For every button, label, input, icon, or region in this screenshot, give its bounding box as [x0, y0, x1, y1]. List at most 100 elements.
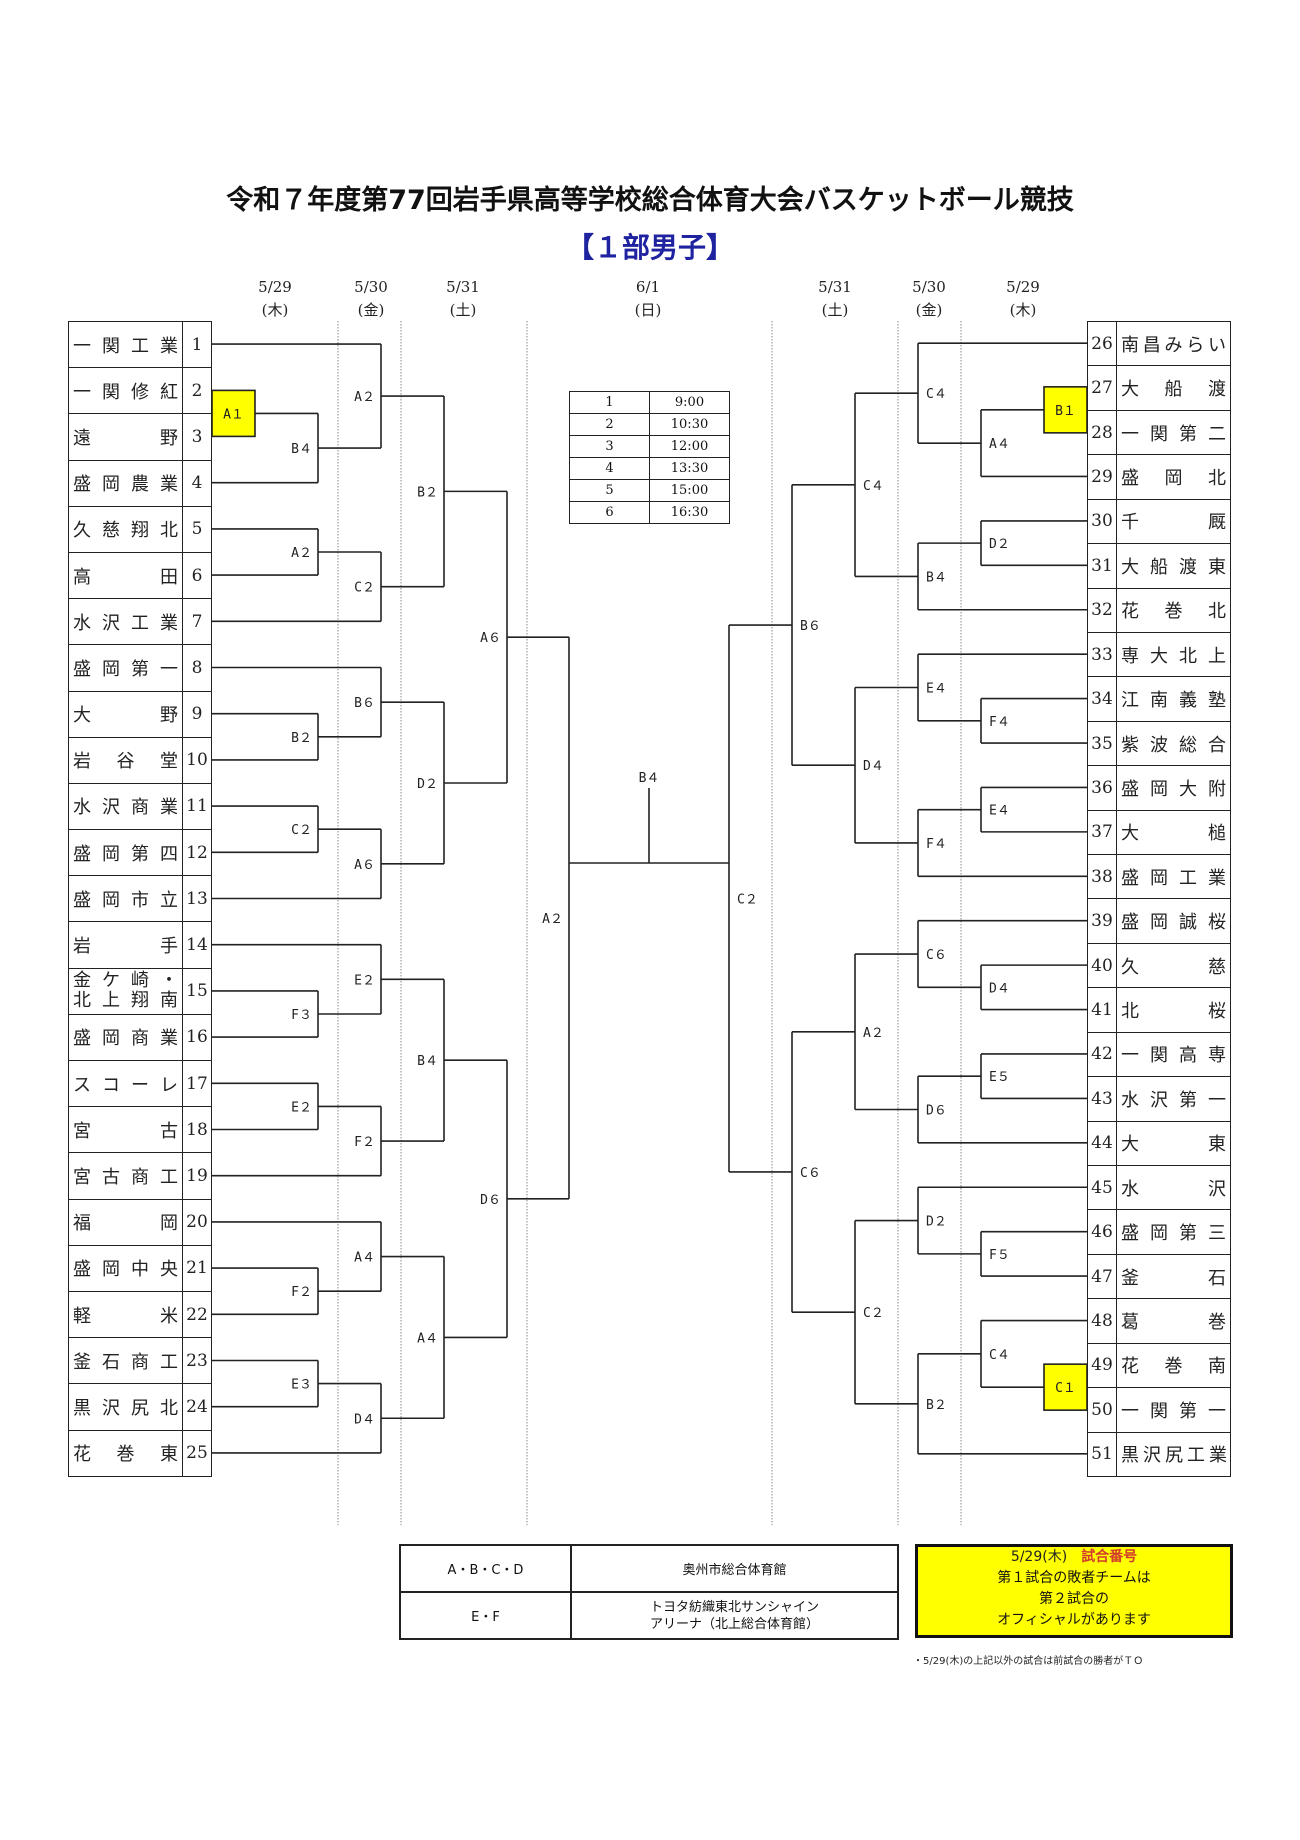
team-name: 花巻南	[1116, 1342, 1231, 1389]
team-name: 盛岡大附	[1116, 765, 1231, 811]
team-name: 釜石	[1116, 1253, 1231, 1300]
team-name-char: 第	[1179, 1223, 1197, 1245]
game-label: B６	[800, 619, 821, 634]
team-name-char: 総	[1179, 734, 1197, 756]
date-header-left-r2: 5/30 (金)	[336, 276, 406, 322]
seed-number: 6	[182, 551, 212, 600]
team-name-char: 盛	[73, 889, 91, 911]
day-text: (木)	[261, 301, 289, 319]
team-name: 久慈翔北	[68, 505, 183, 553]
game-label: C６	[926, 948, 947, 963]
seed-number: 7	[182, 598, 212, 646]
game-label: C４	[989, 1348, 1010, 1363]
team-name-char: 義	[1179, 690, 1197, 712]
team-name-char: 紫	[1121, 734, 1139, 756]
team-name-chars: 岩谷堂	[73, 747, 178, 773]
team-name-char: 立	[160, 889, 178, 911]
day-text: (木)	[1009, 301, 1037, 319]
team-name-char: 金	[73, 970, 91, 992]
venue-name: 奥州市総合体育館	[570, 1544, 899, 1593]
team-name-char: 盛	[1121, 1223, 1139, 1245]
team-name-chars: 大船渡東	[1121, 553, 1226, 579]
team-name-char: 野	[160, 705, 178, 727]
team-name-chars: 盛岡誠桜	[1121, 908, 1226, 934]
team-name: 千厩	[1116, 498, 1231, 545]
team-name-chars: 金ケ崎・北上翔南	[73, 971, 178, 1011]
note-date: 5/29(木)	[1010, 1549, 1068, 1565]
team-name-char: 沢	[1150, 1089, 1168, 1111]
team-name-chars: 一関工業	[73, 332, 178, 358]
team-name-char: 岩	[73, 936, 91, 958]
team-name-char: 一	[1121, 1045, 1139, 1067]
team-name-char: 業	[160, 797, 178, 819]
team-name-char: 高	[1179, 1045, 1197, 1067]
team-name-char: 堂	[160, 751, 178, 773]
team-name-char: 沢	[1208, 1178, 1226, 1200]
team-name-char: 北	[160, 1397, 178, 1419]
game-label: A２	[542, 912, 563, 927]
game-label: F４	[989, 715, 1010, 730]
team-name-char: 米	[160, 1305, 178, 1327]
game-label: E４	[926, 681, 947, 696]
game-label: C４	[926, 387, 947, 402]
team-name: 水沢商業	[68, 782, 183, 831]
team-name-char: 渡	[1208, 379, 1226, 401]
date-header-right-r3: 5/31 (土)	[800, 276, 870, 322]
team-name: 黒沢尻北	[68, 1383, 183, 1431]
game-label: E２	[291, 1100, 312, 1115]
team-name-char: 千	[1121, 512, 1139, 534]
game-label: D２	[989, 537, 1010, 552]
team-name-char: 業	[1208, 867, 1226, 889]
team-name-char: 宮	[73, 1166, 91, 1188]
seed-number: 18	[182, 1106, 212, 1154]
team-name-char: 古	[102, 1166, 120, 1188]
game-time: 15:00	[649, 479, 730, 502]
team-name-char: 商	[131, 1351, 149, 1373]
team-name-char: 花	[1121, 601, 1139, 623]
game-number: 5	[569, 479, 650, 502]
team-name: 葛巻	[1116, 1298, 1231, 1344]
game-label: B４	[291, 442, 312, 457]
game-number: 1	[569, 391, 650, 414]
team-name-chars: 盛岡第三	[1121, 1219, 1226, 1245]
team-name-char: 翔	[131, 990, 149, 1012]
team-name: 一関工業	[68, 320, 183, 369]
team-name-chars: 黒沢尻工業	[1121, 1441, 1227, 1467]
game-label: A４	[354, 1251, 375, 1266]
team-name: 金ケ崎・北上翔南	[68, 967, 183, 1015]
team-name-char: 関	[1150, 423, 1168, 445]
team-name-char: 波	[1150, 734, 1168, 756]
team-name-char: 北	[1208, 601, 1226, 623]
game-label: C６	[800, 1166, 821, 1181]
team-name-char: 南	[1208, 1356, 1226, 1378]
team-name: 花巻東	[68, 1429, 183, 1477]
team-name-char: 関	[1150, 1045, 1168, 1067]
team-name: 盛岡工業	[1116, 854, 1231, 900]
team-name-chars: 盛岡市立	[73, 886, 178, 912]
team-name-chars: 水沢工業	[73, 609, 178, 635]
team-name-char: 四	[160, 843, 178, 865]
date-text: 5/30	[912, 278, 946, 296]
game-label: C２	[291, 823, 312, 838]
team-name-chars: 花巻北	[1121, 597, 1226, 623]
game-label: C２	[737, 893, 758, 908]
team-name-char: 大	[1121, 1134, 1139, 1156]
game-time: 9:00	[649, 391, 730, 414]
game-number: 6	[569, 501, 650, 524]
team-name-char: 業	[160, 335, 178, 357]
game-number: 3	[569, 435, 650, 458]
team-name: 南昌みらい	[1116, 320, 1231, 367]
team-name-chars: 岩手	[73, 932, 178, 958]
team-name-char: 商	[131, 1028, 149, 1050]
team-name-chars: 水沢商業	[73, 793, 178, 819]
team-name: 一関修紅	[68, 367, 183, 415]
team-name-chars: 黒沢尻北	[73, 1394, 178, 1420]
team-name-char: 水	[1121, 1178, 1139, 1200]
seed-number: 9	[182, 690, 212, 738]
